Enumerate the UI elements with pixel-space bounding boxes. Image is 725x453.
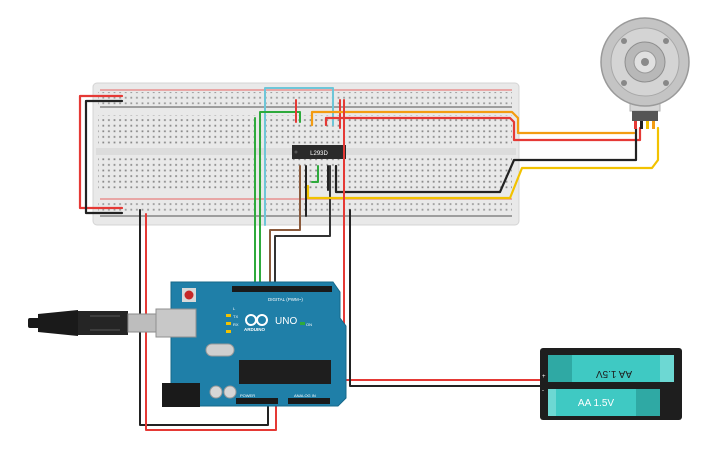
rx-label: RX [233, 322, 239, 327]
wire-yellow-motor[interactable] [306, 126, 660, 200]
l293d-chip[interactable]: L293D [292, 145, 346, 159]
tx-label: TX [233, 314, 238, 319]
wire-black-left-rails[interactable] [84, 99, 124, 215]
analog-header-label: ANALOG IN [294, 393, 316, 398]
arduino-model: UNO [275, 316, 297, 327]
chip-label: L293D [310, 151, 328, 157]
arduino-usb-port[interactable] [155, 308, 197, 338]
wire-black-motor[interactable] [334, 126, 638, 194]
dc-gear-motor[interactable] [600, 17, 690, 129]
reset-button[interactable] [184, 290, 194, 300]
terminal-strip-top [98, 115, 512, 146]
wire-red-left-rails[interactable] [78, 94, 124, 210]
wire-cyan[interactable] [264, 87, 334, 226]
battery-minus-label: - [542, 388, 544, 394]
wire-green-3[interactable] [311, 165, 319, 183]
battery-cell-bottom: AA 1.5V [548, 389, 660, 416]
cell-top-label: AA 1.5V [596, 368, 632, 379]
power-header-label: POWER [240, 393, 255, 398]
digital-header-label: DIGITAL (PWM~) [268, 297, 303, 302]
power-jack[interactable] [162, 383, 200, 407]
usb-cable-icon[interactable] [28, 310, 157, 336]
atmega-chip [239, 360, 331, 384]
wire-brown[interactable] [269, 165, 301, 286]
screw-icon [663, 80, 669, 86]
screw-icon [621, 38, 627, 44]
battery-plus-label: + [542, 374, 546, 380]
screw-icon [621, 80, 627, 86]
wire-red-motor[interactable] [324, 116, 642, 142]
battery-cell-top: AA 1.5V [548, 355, 674, 382]
cell-bottom-label: AA 1.5V [578, 398, 614, 409]
analog-header-pins[interactable] [288, 398, 330, 404]
screw-icon [663, 38, 669, 44]
arduino-uno[interactable]: UNO ARDUINO DIGITAL (PWM~) POWER ANALOG … [155, 281, 347, 407]
digital-header[interactable] [232, 286, 332, 292]
wire-dark-arduino[interactable] [274, 165, 331, 286]
on-label: ON [306, 322, 312, 327]
wire-black-battery[interactable] [349, 209, 541, 387]
top-power-rail [98, 92, 512, 105]
wire-green-1[interactable] [259, 111, 301, 286]
power-header-pins[interactable] [236, 398, 278, 404]
arduino-logo-icon [245, 314, 268, 326]
l-label: L [233, 306, 236, 311]
wire-orange-motor[interactable] [310, 110, 636, 135]
arduino-brand: ARDUINO [244, 327, 265, 332]
battery-holder-2xaa[interactable]: AA 1.5V AA 1.5V + - [540, 348, 682, 420]
